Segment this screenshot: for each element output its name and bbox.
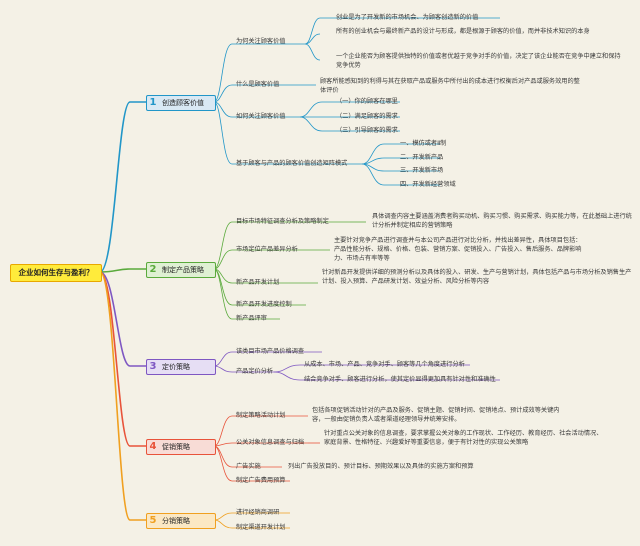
section-5-number: 5	[149, 515, 157, 526]
section-4-label: 促销策略	[162, 443, 190, 451]
section-2-node: 2 制定产品策略	[146, 262, 216, 278]
s3-branch-2: 产品定价分析	[236, 368, 274, 375]
s2-b1-leaf-1: 具体调查内容主要涵盖消费者购买动机、购买习惯、购买需求、购买能力等，在此基础上进…	[372, 213, 632, 229]
s1-b4-leaf-3: 三、开发新市场	[400, 167, 444, 174]
trunk-red	[99, 271, 146, 447]
s1-b3-leaf-2: （二）满足顾客的需求	[336, 113, 398, 120]
section-4-number: 4	[149, 441, 157, 452]
root-topic: 企业如何生存与盈利？	[10, 264, 102, 282]
section-1-label: 创造顾客价值	[162, 99, 204, 107]
s5-branch-1: 进行经销商调研	[236, 509, 280, 516]
section-3-label: 定价策略	[162, 363, 190, 371]
s1-b3-leaf-1: （一）你的顾客在哪里	[336, 98, 398, 105]
section2-connectors	[213, 221, 366, 320]
s4-branch-3: 广告实施	[236, 463, 261, 470]
s1-b4-leaf-4: 四、开发新经营领域	[400, 181, 456, 188]
section-2-number: 2	[149, 264, 157, 275]
s2-branch-2: 市场定位产品差异分析	[236, 246, 298, 253]
section-5-label: 分销策略	[162, 517, 190, 525]
s2-b3-leaf-1: 针对新品开发提供详细的预测分析以及具体的投入、研发、生产与营销计划，具体包括产品…	[322, 269, 632, 285]
s1-branch-1: 为何关注顾客价值	[236, 38, 286, 45]
trunk-purple	[99, 271, 146, 367]
trunk-orange	[99, 271, 146, 521]
s4-b1-leaf-1: 包括各项促销活动针对的产品及服务、促销主题、促销时间、促销地点、预计成效等关键内…	[312, 407, 560, 423]
s4-b2-leaf-1: 针对重点公关对象的信息调查，要求掌握公关对象的工作现状、工作经历、教育经历、社会…	[324, 430, 603, 446]
s3-branch-1: 该类目市场产品价格调查	[236, 348, 305, 355]
section-5-node: 5 分销策略	[146, 513, 216, 529]
section1-connectors	[213, 17, 500, 186]
s2-branch-1: 目标市场特征调查分析及策略制定	[236, 218, 329, 225]
s1-b4-leaf-1: 一、模仿或者Ⅱ制	[400, 140, 447, 147]
s1-b2-leaf-1: 顾客所能感知到的利得与其在获取产品或服务中所付出的成本进行权衡后对产品或服务效用…	[320, 78, 580, 94]
s1-b4-leaf-2: 二、开发新产品	[400, 154, 444, 161]
trunk-green	[99, 268, 146, 273]
section4-connectors	[213, 415, 320, 482]
s1-branch-4: 基于顾客与产品的顾客价值创造矩阵模式	[236, 160, 348, 167]
s4-branch-1: 制定策略活动计划	[236, 412, 286, 419]
s2-branch-5: 新产品评审	[236, 315, 267, 322]
section-3-number: 3	[149, 361, 157, 372]
s4-branch-4: 制定广告费用预算	[236, 477, 286, 484]
s4-branch-2: 公关对象信息调查与归档	[236, 439, 305, 446]
s1-b1-leaf-2: 所有的创业机会与最终新产品的设计与形成，都是根源于顾客的价值，而并非技术知识的本…	[336, 28, 590, 35]
section-1-number: 1	[149, 97, 157, 108]
s3-b2-leaf-1: 从成本、市场、产品、竞争对手、顾客等几个角度进行分析	[304, 361, 465, 368]
s1-b3-leaf-3: （三）引导顾客的需求	[336, 127, 398, 134]
s5-branch-2: 制定渠道开发计划	[236, 524, 286, 531]
section5-connectors	[213, 512, 290, 529]
section-4-node: 4 促销策略	[146, 439, 216, 455]
s1-b1-leaf-1: 创业是为了开发新的市场机会、为顾客创造新的价值	[336, 14, 479, 21]
s2-b2-leaf-1: 主要针对竞争产品进行调查并与本公司产品进行对比分析，并找出差异性，具体项目包括：…	[334, 237, 582, 262]
section-2-label: 制定产品策略	[162, 266, 204, 274]
section-1-node: 1 创造顾客价值	[146, 95, 216, 111]
section3-connectors	[213, 351, 500, 381]
s4-b3-leaf-1: 列出广告投放目的、预计目标、预期效果以及具体的实施方案和预算	[288, 463, 474, 470]
s1-b1-leaf-3: 一个企业能否为顾客提供独特的价值或者优越于竞争对手的价值，决定了该企业能否在竞争…	[336, 53, 621, 69]
s2-branch-3: 新产品开发计划	[236, 279, 280, 286]
trunk-blue	[99, 101, 146, 273]
section-3-node: 3 定价策略	[146, 359, 216, 375]
s3-b2-leaf-2: 结合竞争对手、顾客进行分析，使其定价显得更加具有针对性和准确性	[304, 376, 496, 383]
s1-branch-3: 如何关注顾客价值	[236, 113, 286, 120]
s2-branch-4: 新产品开发进度控制	[236, 301, 292, 308]
s1-branch-2: 什么是顾客价值	[236, 81, 280, 88]
